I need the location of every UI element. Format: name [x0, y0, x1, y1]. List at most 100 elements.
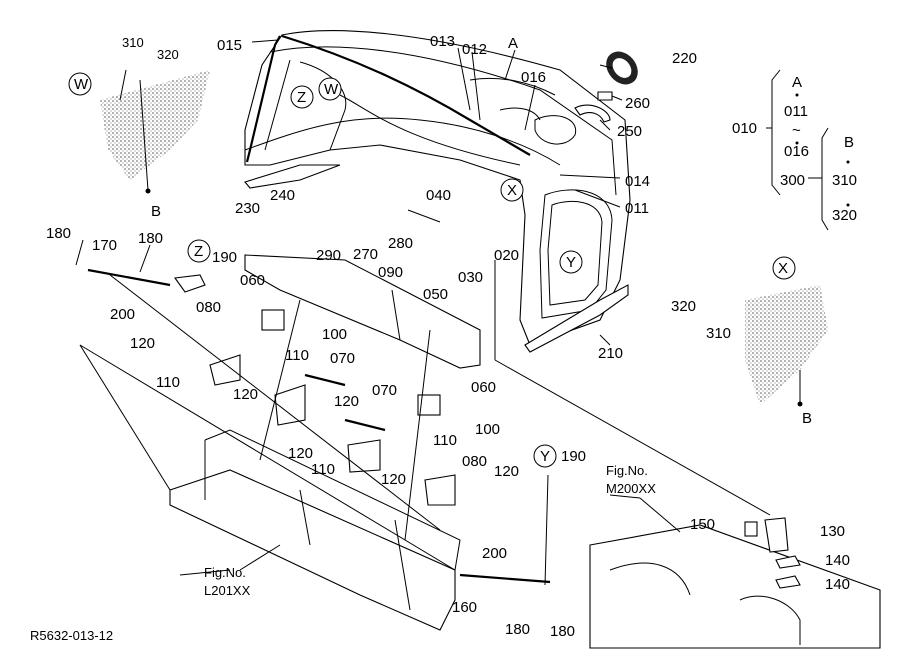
callout-070b: 070	[372, 382, 397, 399]
rod-170	[87, 268, 171, 287]
circle-z-rod: Z	[187, 239, 211, 263]
callout-230: 230	[235, 200, 260, 217]
ref-m200-fig: Fig.No.	[606, 463, 648, 478]
callout-060b: 060	[471, 379, 496, 396]
leader-lines	[75, 39, 801, 586]
callout-250: 250	[617, 123, 642, 140]
callout-120f: 120	[494, 463, 519, 480]
callout-100a: 100	[322, 326, 347, 343]
circle-w-left: W	[68, 72, 92, 96]
shim-140a	[775, 555, 801, 569]
callout-a: A	[508, 35, 518, 52]
callout-050: 050	[423, 286, 448, 303]
rod-160	[459, 573, 551, 584]
callout-160: 160	[452, 599, 477, 616]
callout-030: 030	[458, 269, 483, 286]
callout-190b: 190	[561, 448, 586, 465]
circle-y-rod: Y	[533, 444, 557, 468]
circled-letters: W Z W X Y Z Y X	[68, 72, 796, 468]
svg-text:X: X	[778, 260, 788, 277]
callout-110c: 110	[433, 432, 457, 449]
svg-text:X: X	[507, 182, 517, 199]
callout-080a: 080	[196, 299, 221, 316]
callout-240: 240	[270, 187, 295, 204]
callout-011: 011	[625, 200, 649, 217]
callout-130: 130	[820, 523, 845, 540]
callout-060a: 060	[240, 272, 265, 289]
hinge-060b	[417, 394, 441, 416]
legend-011: 011	[784, 103, 808, 120]
callout-180b: 180	[138, 230, 163, 247]
svg-text:Y: Y	[566, 254, 576, 271]
callout-140b: 140	[825, 576, 850, 593]
frame-m200	[589, 524, 881, 649]
callout-180a: 180	[46, 225, 71, 242]
callout-270: 270	[353, 246, 378, 263]
callout-120d: 120	[288, 445, 313, 462]
callout-290: 290	[316, 247, 341, 264]
bracket-110c	[347, 439, 381, 473]
svg-text:Z: Z	[297, 89, 306, 106]
circle-z-hood: Z	[290, 85, 314, 109]
bracket-110d	[424, 474, 456, 506]
callout-020: 020	[494, 247, 519, 264]
ref-m200-code: M200XX	[606, 481, 656, 496]
callout-120a: 120	[130, 335, 155, 352]
trim-210	[524, 284, 629, 353]
callout-110a: 110	[285, 347, 309, 364]
callout-016: 016	[521, 69, 546, 86]
legend-a: A	[792, 74, 802, 91]
emblem-220	[606, 51, 638, 85]
bracket-110a	[209, 354, 241, 386]
svg-text:Z: Z	[194, 243, 203, 260]
callout-080b: 080	[462, 453, 487, 470]
handle-250	[574, 104, 611, 123]
legend-016: 016	[784, 143, 809, 160]
trim-lower-left	[244, 164, 341, 189]
callout-320b: 320	[671, 298, 696, 315]
callout-310b: 310	[706, 325, 731, 342]
callout-180d: 180	[550, 623, 575, 640]
circle-x-right: X	[772, 256, 796, 280]
bracket-190a	[174, 274, 206, 293]
callout-120c: 120	[334, 393, 359, 410]
callout-120e: 120	[381, 471, 406, 488]
callout-070a: 070	[330, 350, 355, 367]
ref-l201-code: L201XX	[204, 583, 251, 598]
ref-l201-fig: Fig.No.	[204, 565, 246, 580]
callout-120b: 120	[233, 386, 258, 403]
callout-200b: 200	[482, 545, 507, 562]
legend-tilde: ~	[792, 122, 801, 139]
callout-180c: 180	[505, 621, 530, 638]
legend-310: 310	[832, 172, 857, 189]
callout-200a: 200	[110, 306, 135, 323]
callout-040: 040	[426, 187, 451, 204]
circle-y-hood: Y	[559, 250, 583, 274]
callout-280: 280	[388, 235, 413, 252]
bolt-260	[597, 91, 613, 101]
callout-140a: 140	[825, 552, 850, 569]
callout-190a: 190	[212, 249, 237, 266]
callout-labels: 015 013 012 A 220 016 260 250 014 011 31…	[46, 33, 850, 640]
callout-260: 260	[625, 95, 650, 112]
plate-090	[244, 254, 481, 369]
pin-070b	[344, 418, 386, 432]
legend-bracket	[766, 69, 829, 231]
svg-text:W: W	[74, 76, 89, 93]
callout-170: 170	[92, 237, 117, 254]
legend-010: 010	[732, 120, 757, 137]
bolt-150	[744, 521, 758, 537]
legend: A 011 ~ 016 010 300 B 310 320	[732, 74, 857, 224]
legend-b: B	[844, 134, 854, 151]
callout-310a: 310	[122, 35, 144, 50]
circle-w-hood: W	[318, 77, 342, 101]
decal-panel-x	[745, 285, 828, 405]
svg-text:W: W	[324, 81, 339, 98]
callout-015: 015	[217, 37, 242, 54]
legend-320: 320	[832, 207, 857, 224]
figure-references: Fig.No. M200XX Fig.No. L201XX	[204, 463, 656, 598]
callout-100b: 100	[475, 421, 500, 438]
svg-text:Y: Y	[540, 448, 550, 465]
